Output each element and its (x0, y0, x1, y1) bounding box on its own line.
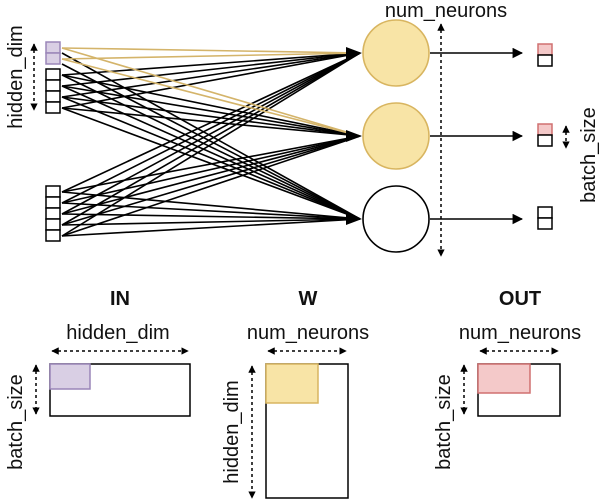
output-arrows (430, 47, 524, 225)
input-cell (45, 207, 61, 220)
output-cell (537, 134, 553, 147)
out-batch-size-label: batch_size (433, 374, 455, 470)
neuron-1 (362, 19, 430, 87)
batch-size-label-right: batch_size (578, 107, 600, 203)
input-cell (45, 196, 61, 209)
neuron-3 (362, 185, 430, 253)
out-matrix-highlight (477, 363, 531, 394)
output-cells (537, 43, 553, 230)
neurons (362, 19, 430, 253)
w-title: W (299, 288, 318, 310)
input-cell (45, 185, 61, 198)
hidden-dim-label: hidden_dim (5, 25, 27, 128)
input-cell (45, 79, 61, 92)
in-batch-size-label: batch_size (5, 374, 27, 470)
connections-from-top-block (61, 52, 361, 220)
output-cell-highlight (537, 43, 553, 56)
neuron-input-arrowheads (346, 47, 362, 225)
in-hidden-dim-label: hidden_dim (66, 322, 169, 344)
w-num-neurons-label: num_neurons (247, 322, 369, 344)
in-title: IN (110, 288, 130, 310)
output-cell (537, 206, 553, 219)
output-cell (537, 217, 553, 230)
in-matrix-highlight (49, 363, 91, 390)
input-cell-highlight (45, 41, 61, 54)
input-cell (45, 90, 61, 103)
input-cell (45, 101, 61, 114)
neuron-2 (362, 102, 430, 170)
highlighted-weight-connections (61, 47, 361, 137)
input-cell (45, 218, 61, 231)
input-cell-highlight (45, 52, 61, 65)
connections-from-bottom-block (61, 52, 361, 237)
input-cell (45, 229, 61, 242)
input-block-bottom (45, 185, 61, 242)
output-cell-highlight (537, 123, 553, 136)
input-cell (45, 68, 61, 81)
w-matrix-highlight (265, 363, 319, 404)
num-neurons-label: num_neurons (385, 0, 507, 22)
out-num-neurons-label: num_neurons (459, 322, 581, 344)
w-hidden-dim-label: hidden_dim (221, 380, 243, 483)
output-cell (537, 54, 553, 67)
connections (61, 47, 361, 237)
input-block-top (45, 41, 61, 114)
out-title: OUT (499, 288, 541, 310)
